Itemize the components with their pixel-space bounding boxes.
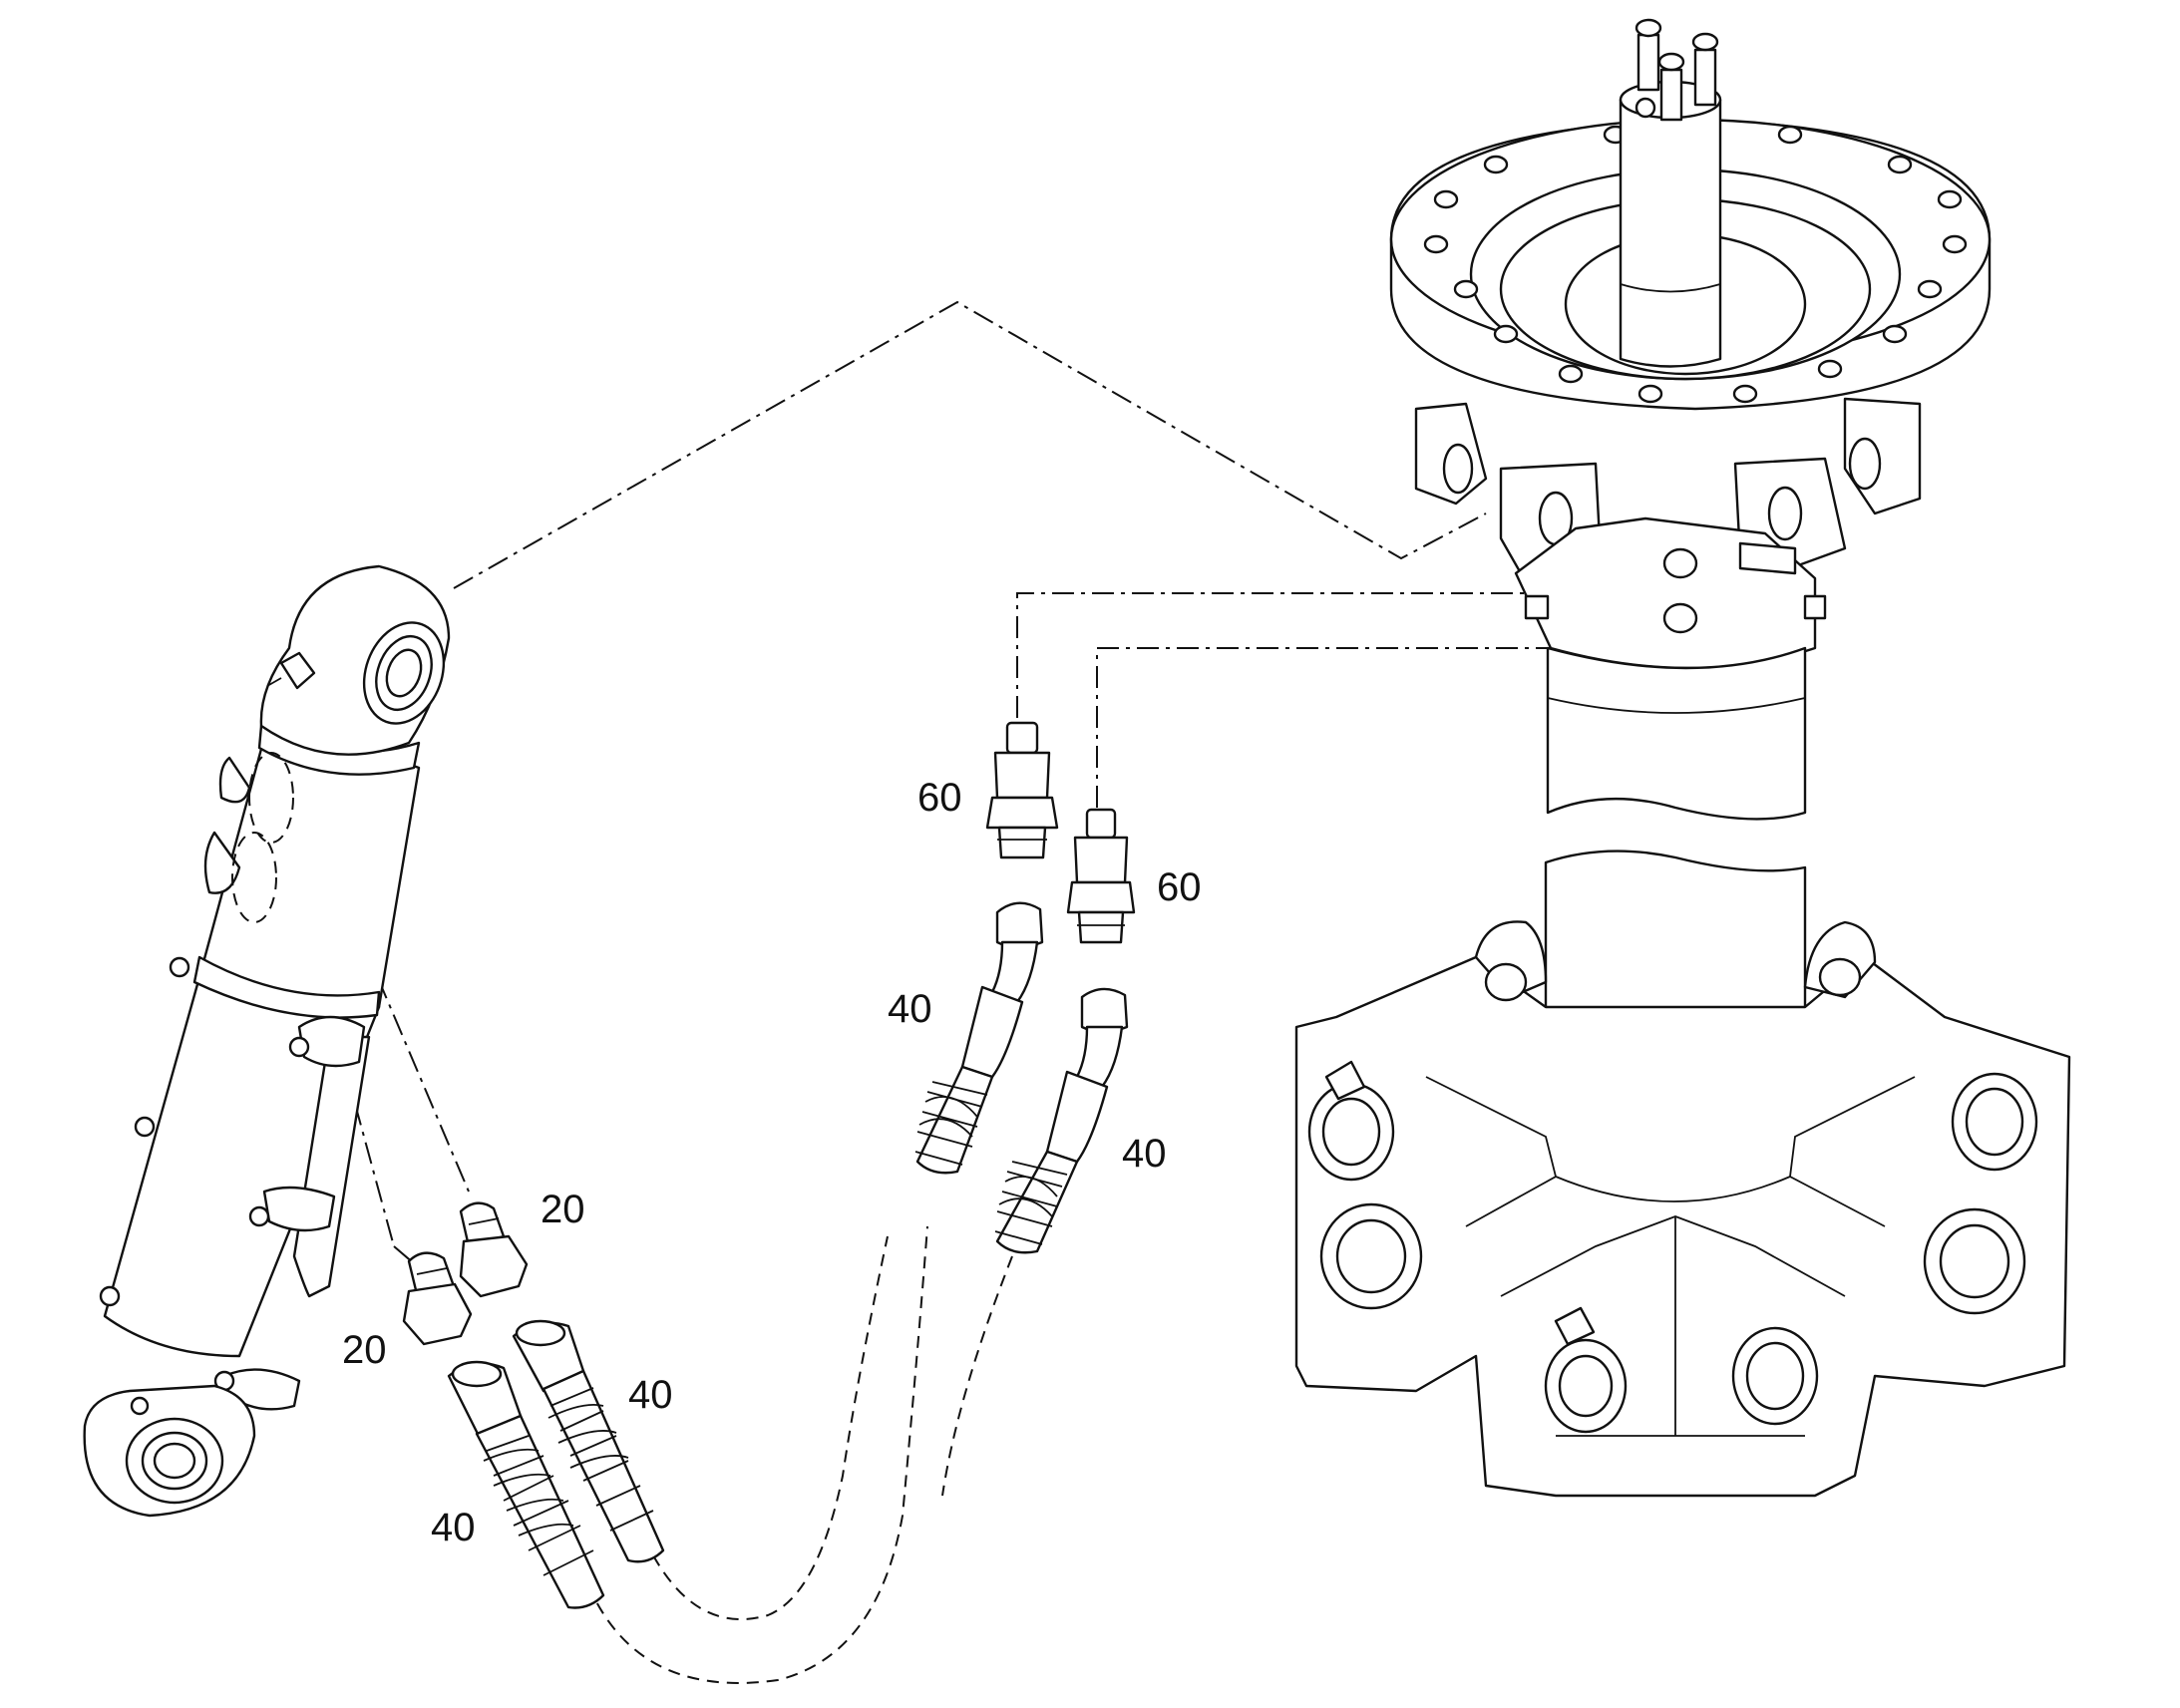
- strut-lower-fork: [1294, 850, 2071, 1498]
- callout-labels: 20 20 40 40 40 40 60 60: [342, 776, 1202, 1549]
- fitting-20-lower: [402, 1251, 473, 1346]
- callout-40-lower-left: 40: [431, 1506, 476, 1549]
- callout-40-center-left: 40: [888, 987, 932, 1031]
- callout-40-lower-right: 40: [628, 1373, 673, 1417]
- rotor-head-flange: [1389, 18, 1992, 411]
- callout-40-center-right: 40: [1122, 1132, 1167, 1176]
- callout-20-upper: 20: [541, 1188, 585, 1231]
- hose-40-left-front: [447, 1360, 605, 1609]
- flange-bolt-holes: [1423, 125, 1968, 404]
- top-bolts: [1635, 18, 1719, 122]
- strut-housing-upper: [1414, 397, 1922, 821]
- callout-60-left: 60: [917, 776, 962, 820]
- hose-40-left-back: [512, 1319, 665, 1563]
- fitting-20-upper: [459, 1201, 529, 1298]
- hose-40-center-right: [994, 987, 1129, 1254]
- callout-60-right: 60: [1157, 865, 1202, 909]
- adapter-60-right: [1066, 808, 1136, 944]
- actuator-cylinder: [83, 564, 451, 1518]
- adapter-60-left: [985, 721, 1059, 859]
- callout-20-lower: 20: [342, 1328, 387, 1372]
- hose-40-center-left: [914, 901, 1044, 1175]
